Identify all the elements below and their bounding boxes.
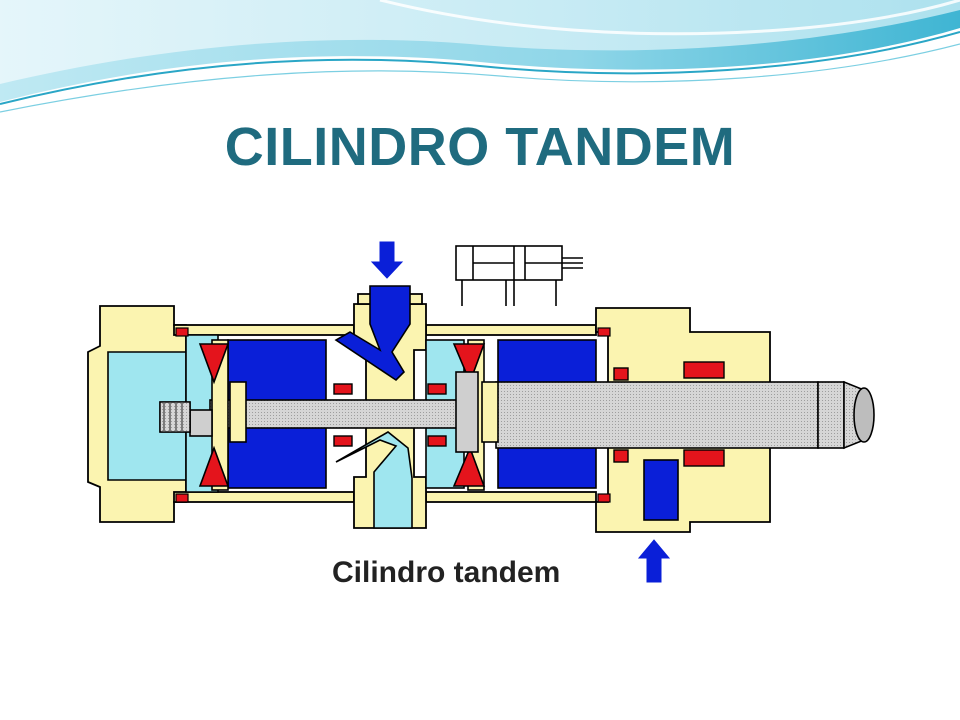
- piston-rod: [209, 380, 875, 450]
- rod-thread: [159, 401, 191, 433]
- top-wave-decoration: [0, 0, 960, 113]
- cylinder-symbol: [455, 245, 583, 306]
- housing-orings: [175, 327, 611, 503]
- diagram-canvas: Cilindro tandem: [87, 241, 875, 588]
- arrow-down-icon: [370, 241, 404, 279]
- slide-title: CILINDRO TANDEM: [224, 117, 736, 177]
- piston-right: [452, 339, 499, 491]
- arrow-up-icon: [637, 539, 671, 583]
- center-seals: [333, 361, 725, 467]
- tandem-cylinder-diagram: Cilindro tandem: [78, 232, 882, 588]
- diagram-caption: Cilindro tandem: [332, 556, 560, 588]
- center-passages: [334, 285, 413, 529]
